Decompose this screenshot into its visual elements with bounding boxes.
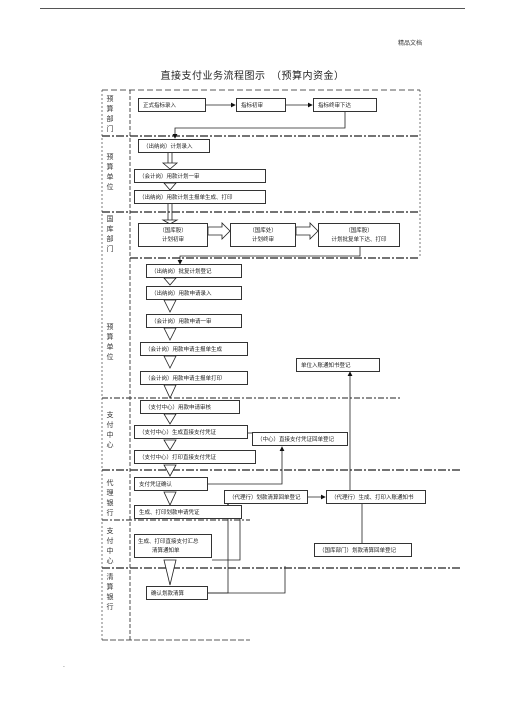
box-plan-report-print: （出纳岗）用款计划主报单生成、打印 bbox=[134, 190, 266, 204]
box-center-request-review: （支付中心）用款申请审核 bbox=[140, 400, 240, 414]
box-approved-plan-register: （出纳岗）批复计划登记 bbox=[146, 264, 242, 278]
box-voucher-confirm: 支付凭证确认 bbox=[134, 477, 208, 491]
lane-label-payment-center: 支 付 中 心 bbox=[106, 411, 114, 449]
box-center-generate-voucher: （支付中心）生成直接支付凭证 bbox=[134, 425, 248, 439]
box-plan-entry: （出纳岗）计划录入 bbox=[138, 139, 210, 153]
box-generate-summary-notice-line1: 生成、打印直接支付汇总 bbox=[138, 539, 199, 545]
box-plan-approval-issue-label: 计划批复单下达、打印 bbox=[331, 237, 387, 243]
box-payment-request-report-print: （会计岗）用款申请主报单打印 bbox=[140, 371, 248, 385]
box-confirm-transfer-clearing: 确认划款清算 bbox=[146, 586, 208, 600]
box-treasury-clearing-receipt-register: （国库部门）划款清算回单登记 bbox=[314, 543, 412, 557]
header-rule bbox=[40, 8, 465, 9]
box-plan-final-audit: （国库处） 计划终审 bbox=[230, 223, 296, 247]
lane-label-treasury-dept: 国 库 部 门 bbox=[106, 215, 114, 253]
box-center-print-voucher: （支付中心）打印直接支付凭证 bbox=[134, 450, 256, 464]
box-generate-summary-notice-line2: 清算通知单 bbox=[152, 548, 180, 554]
box-payment-request-entry: （出纳岗）用款申请录入 bbox=[146, 286, 242, 300]
lane-label-clearing-bank: 清 算 银 行 bbox=[106, 573, 114, 611]
lane-label-payment-center-2: 支 付 中 心 bbox=[106, 527, 114, 565]
box-payment-request-report-gen: （会计岗）用款申请主报单生成 bbox=[140, 342, 248, 356]
box-agent-clearing-receipt-register: （代理行）划款清算回单登记 bbox=[224, 490, 308, 504]
lane-label-budget-unit: 预 算 单 位 bbox=[106, 153, 114, 191]
box-indicator-first-review: 指标初审 bbox=[236, 98, 286, 112]
header-watermark: 精品文档 bbox=[398, 40, 423, 47]
box-payment-request-first-review: （会计岗）用款申请一审 bbox=[146, 314, 242, 328]
box-generate-summary-notice: 生成、打印直接支付汇总 清算通知单 bbox=[134, 534, 212, 558]
box-plan-first-review: （会计岗）用款计划一审 bbox=[134, 169, 266, 183]
box-indicator-final-review: 指标终审下达 bbox=[313, 98, 377, 112]
box-unit-entry-notice-register: 单位入账通知书登记 bbox=[296, 358, 380, 372]
box-plan-approval-issue-dept: （国库股） bbox=[345, 228, 373, 234]
box-plan-final-audit-label: 计划终审 bbox=[251, 237, 274, 243]
diagram-title: 直接支付业务流程图示 （预算内资金） bbox=[160, 71, 345, 82]
lane-label-budget-dept: 预 算 部 门 bbox=[106, 95, 114, 133]
box-plan-initial-audit-dept: （国库股） bbox=[159, 228, 187, 234]
box-plan-initial-audit-label: 计划初审 bbox=[161, 237, 184, 243]
lane-label-budget-unit-2: 预 算 单 位 bbox=[106, 323, 114, 361]
footer-mark: . bbox=[63, 662, 65, 669]
box-generate-transfer-request: 生成、打印划款申请凭证 bbox=[134, 505, 242, 519]
box-plan-initial-audit: （国库股） 计划初审 bbox=[138, 223, 208, 247]
box-center-voucher-receipt-register: （中心）直接支付凭证回单登记 bbox=[252, 432, 348, 446]
box-plan-final-audit-dept: （国库处） bbox=[249, 228, 277, 234]
box-agent-generate-entry-notice: （代理行）生成、打印入账通知书 bbox=[326, 490, 426, 504]
box-formal-indicator-entry: 正式指标录入 bbox=[138, 98, 206, 112]
lane-label-agent-bank: 代 理 银 行 bbox=[106, 479, 114, 517]
box-plan-approval-issue: （国库股） 计划批复单下达、打印 bbox=[318, 223, 400, 247]
